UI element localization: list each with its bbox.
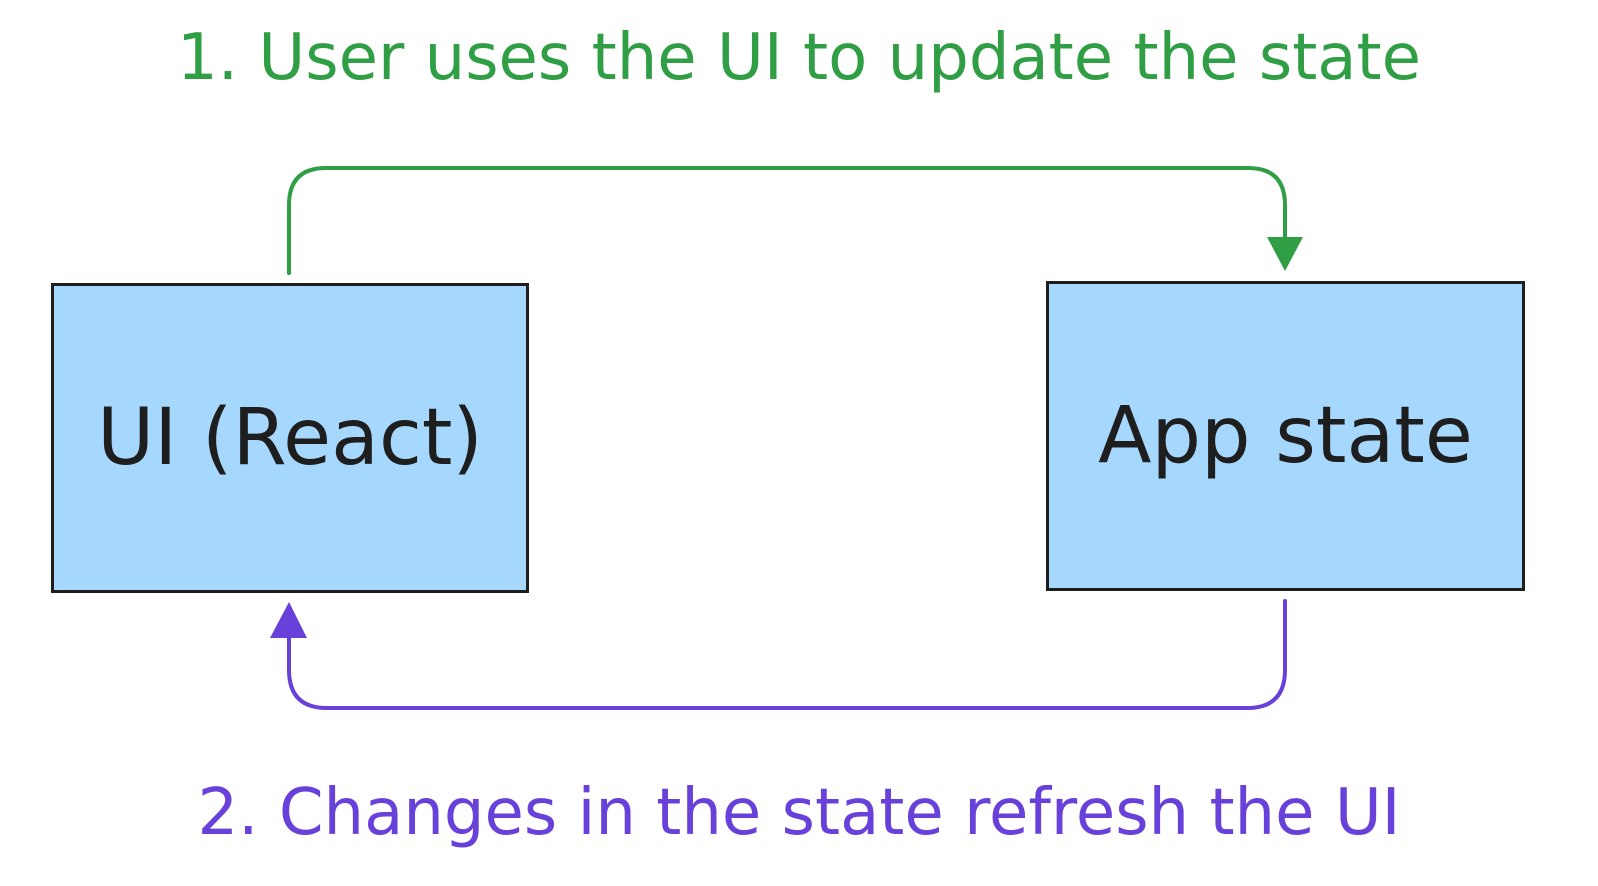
update-arrowhead: [1267, 237, 1303, 271]
refresh-arrow-line: [287, 599, 1287, 710]
app-state-label: App state: [1098, 391, 1473, 481]
ui-react-node: UI (React): [51, 283, 529, 593]
ui-react-label: UI (React): [97, 393, 483, 483]
app-state-node: App state: [1046, 281, 1525, 591]
update-caption: 1. User uses the UI to update the state: [177, 21, 1421, 95]
refresh-arrowhead: [270, 602, 307, 638]
refresh-caption: 2. Changes in the state refresh the UI: [197, 776, 1401, 850]
update-arrow-line: [287, 166, 1287, 275]
